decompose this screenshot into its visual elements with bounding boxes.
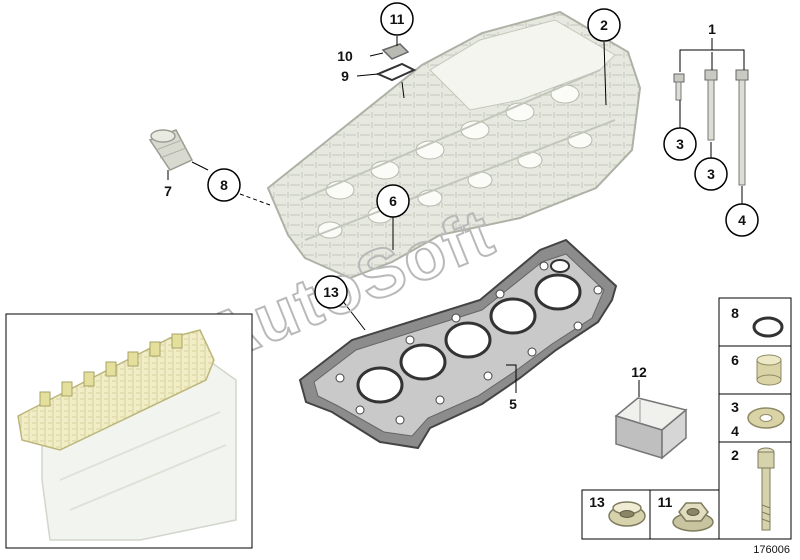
leader-lines bbox=[167, 36, 745, 397]
vacuum-cover bbox=[381, 43, 410, 60]
callout-13-label: 13 bbox=[323, 284, 339, 300]
legend-3-label: 3 bbox=[731, 399, 739, 415]
callout-4-circle bbox=[725, 203, 759, 237]
callout-11-label: 11 bbox=[390, 11, 405, 27]
bolt-long bbox=[735, 69, 749, 186]
parts-legend bbox=[581, 297, 792, 540]
legend-11-label: 11 bbox=[658, 494, 673, 510]
callout-5-label: 5 bbox=[509, 396, 517, 412]
legend-4-label: 4 bbox=[731, 423, 739, 439]
bolt-short bbox=[673, 73, 685, 101]
head-gasket bbox=[298, 238, 618, 450]
callout-circles bbox=[207, 2, 759, 309]
cover-gasket bbox=[375, 62, 417, 82]
callout-7-label: 7 bbox=[164, 183, 172, 199]
callout-3b-circle bbox=[694, 157, 728, 191]
washer-part bbox=[747, 407, 785, 429]
callout-13-circle bbox=[314, 275, 348, 309]
callout-2-circle bbox=[587, 8, 621, 42]
gasket-kit-box bbox=[614, 397, 688, 460]
legend-labels: 8 6 3 4 2 13 11 bbox=[589, 305, 739, 510]
callout-8-label: 8 bbox=[220, 177, 228, 193]
callout-3a-label: 3 bbox=[676, 136, 684, 152]
collar-nut-part bbox=[672, 502, 714, 532]
hydraulic-lifter bbox=[148, 129, 194, 171]
callout-labels: 11 10 9 2 1 3 3 4 8 7 6 13 5 12 bbox=[164, 11, 746, 412]
dowel-sleeve-part bbox=[756, 354, 782, 386]
cylinder-head bbox=[266, 10, 642, 280]
engine-inset bbox=[5, 313, 253, 549]
plug-part bbox=[608, 501, 646, 527]
legend-2-label: 2 bbox=[731, 447, 739, 463]
legend-13-label: 13 bbox=[589, 494, 605, 510]
callout-3a-circle bbox=[663, 127, 697, 161]
callout-4-label: 4 bbox=[738, 212, 746, 228]
callout-6-circle bbox=[376, 184, 410, 218]
diagram-id-label: 176006 bbox=[753, 544, 790, 556]
callout-12-label: 12 bbox=[631, 364, 647, 380]
callout-9-label: 9 bbox=[341, 68, 349, 84]
seal-ring-part bbox=[752, 316, 784, 338]
bolt-medium bbox=[704, 69, 718, 141]
callout-3b-label: 3 bbox=[707, 166, 715, 182]
callout-6-label: 6 bbox=[389, 193, 397, 209]
callout-2-label: 2 bbox=[600, 17, 608, 33]
callout-1-label: 1 bbox=[708, 21, 716, 37]
callout-11-circle bbox=[380, 2, 414, 36]
callout-8-circle bbox=[207, 168, 241, 202]
head-bolt-part bbox=[757, 447, 775, 531]
legend-6-label: 6 bbox=[731, 352, 739, 368]
callout-10-label: 10 bbox=[337, 48, 353, 64]
legend-8-label: 8 bbox=[731, 305, 739, 321]
